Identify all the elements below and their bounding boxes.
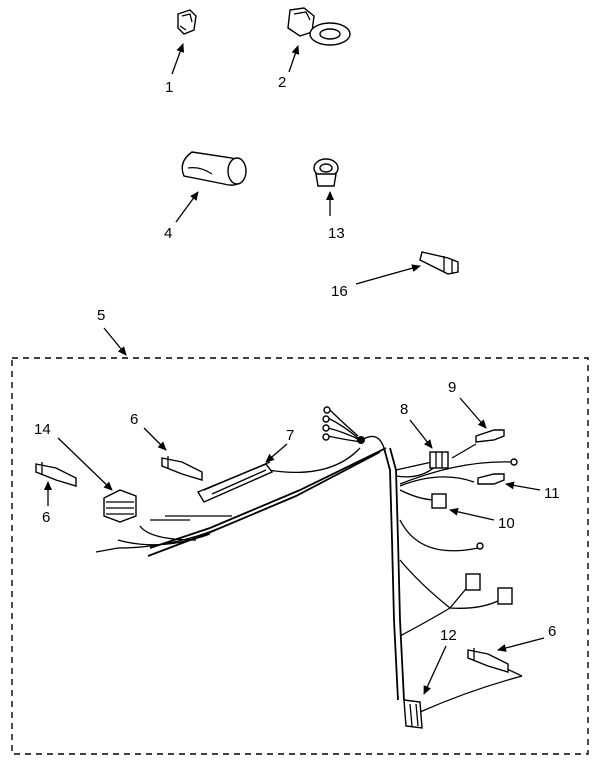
part-7-arrow bbox=[265, 443, 288, 463]
part-8-arrow bbox=[409, 419, 433, 449]
part-4-sleeve-icon bbox=[181, 151, 247, 186]
part-11-arrow bbox=[505, 481, 541, 491]
label-7: 7 bbox=[286, 427, 294, 444]
terminal-group-icon bbox=[322, 406, 365, 444]
part-6-terminal-middle-icon bbox=[161, 456, 203, 481]
label-1: 1 bbox=[165, 79, 173, 96]
label-11: 11 bbox=[544, 485, 560, 502]
label-9: 9 bbox=[448, 379, 456, 396]
part-2-arrow bbox=[288, 45, 300, 73]
label-16: 16 bbox=[331, 283, 348, 300]
part-8-connector-icon bbox=[429, 451, 449, 469]
label-14: 14 bbox=[34, 421, 51, 438]
part-16-connector-icon bbox=[419, 251, 459, 275]
part-1-arrow bbox=[171, 43, 185, 75]
part-6-terminal-left-icon bbox=[35, 462, 77, 487]
label-2: 2 bbox=[278, 74, 286, 91]
harness-boundary-box bbox=[11, 357, 589, 755]
part-2-clamp-icon bbox=[287, 7, 351, 46]
part-16-arrow bbox=[355, 264, 421, 285]
part-6-right-arrow bbox=[497, 637, 545, 652]
label-10: 10 bbox=[498, 515, 515, 532]
part-4-arrow bbox=[175, 191, 199, 223]
plug-connectors-icon bbox=[465, 542, 513, 605]
part-10-connector-icon bbox=[431, 493, 447, 509]
label-8: 8 bbox=[400, 401, 408, 418]
part-1-clip-icon bbox=[177, 9, 197, 35]
label-13: 13 bbox=[328, 225, 345, 242]
part-9-arrow bbox=[459, 397, 487, 429]
label-12: 12 bbox=[440, 627, 457, 644]
part-14-connector-icon bbox=[103, 489, 137, 523]
label-6-middle: 6 bbox=[130, 411, 138, 428]
part-10-arrow bbox=[449, 507, 495, 521]
label-5: 5 bbox=[97, 307, 105, 324]
part-5-arrow bbox=[103, 327, 127, 356]
part-6-terminal-right-icon bbox=[467, 648, 509, 673]
part-9-terminal-icon bbox=[475, 429, 505, 443]
part-12-arrow bbox=[423, 645, 447, 695]
part-14-arrow bbox=[57, 437, 113, 491]
label-4: 4 bbox=[164, 225, 172, 242]
part-6-middle-arrow bbox=[143, 427, 167, 451]
part-13-grommet-icon bbox=[313, 158, 339, 187]
wire-harness-drawing bbox=[95, 409, 523, 713]
label-6-left: 6 bbox=[42, 509, 50, 526]
part-12-connector-icon bbox=[403, 699, 423, 729]
label-6-right: 6 bbox=[548, 623, 556, 640]
part-11-terminal-icon bbox=[477, 458, 518, 485]
part-7-connector-block-icon bbox=[196, 461, 274, 503]
